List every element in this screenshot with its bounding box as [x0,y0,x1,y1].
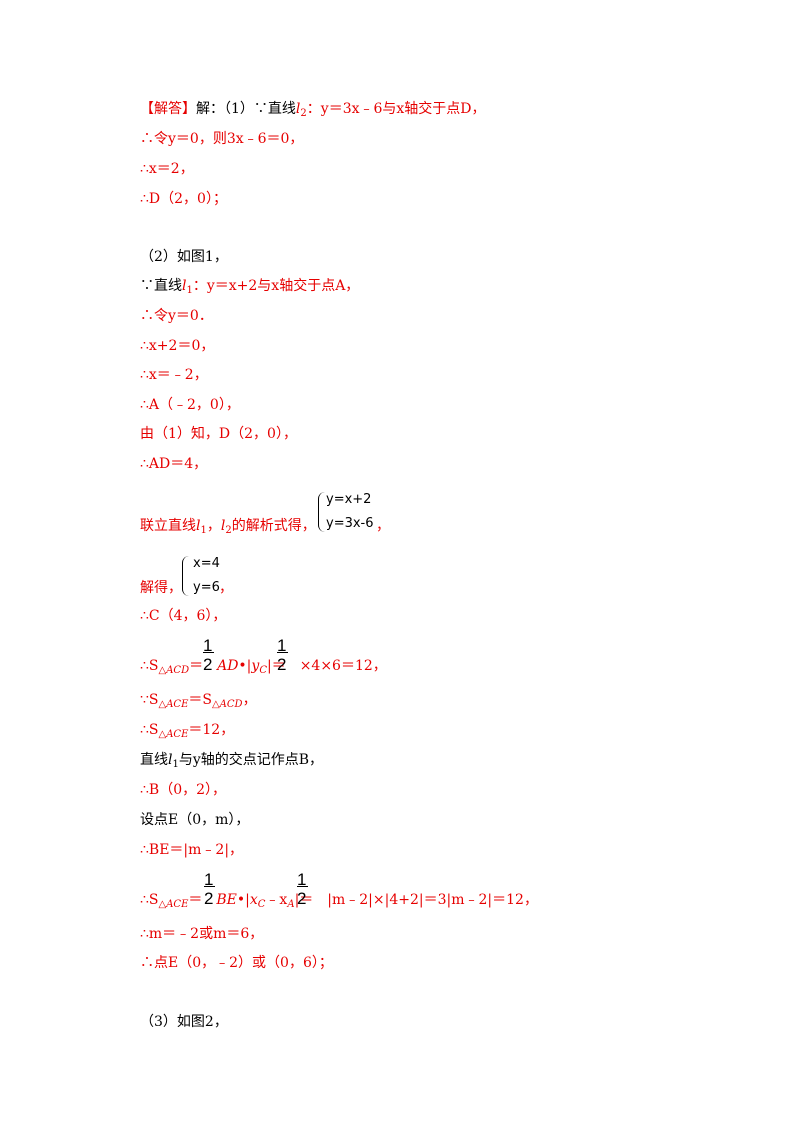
part2-line-10: 解得， [140,580,182,596]
part2-line-9: 联立直线l1，l2的解析式得， [140,518,316,536]
solution-eq-2: y=6 [193,580,220,595]
solution-end: ， [219,580,233,596]
part2-line-16: ∴m＝﹣2或m＝6， [140,926,264,942]
solution-eq-1: x=4 [193,556,220,571]
fraction-1-bar [203,652,214,653]
fraction-1-num: 1 [203,636,213,655]
fraction-4-den: 2 [297,889,307,908]
fraction-4-num: 1 [297,870,307,889]
fraction-1-den: 2 [203,655,213,674]
area-formula-1: ∴S△ACD＝AD•|yC|＝×4×6＝12， [140,658,387,676]
part2-line-5: ∴x＝﹣2， [140,367,208,383]
fraction-3-den: 2 [204,889,214,908]
part2-line-2: ∵直线l1：y＝x+2与x轴交于点A， [140,278,360,296]
fraction-4-bar [297,886,308,887]
answer-line-2: ∴令y＝0，则3x﹣6＝0， [140,131,304,147]
part3-title: （3）如图2， [140,1014,228,1030]
part2-line-8: ∴AD＝4， [140,456,208,472]
system-eq-1: y=x+2 [326,492,372,507]
part2-line-17: ∴点E（0，﹣2）或（0，6）； [140,955,333,971]
answer-line-1: 【解答】解：（1）∵直线l2：y＝3x﹣6与x轴交于点D， [140,101,486,119]
system-brace [318,492,325,532]
part2-title: （2）如图1， [140,249,228,265]
part2-line-7: 由（1）知，D（2，0）， [140,426,297,442]
part2-line-12: 直线l1与y轴的交点记作点B， [140,752,324,770]
answer-line-3: ∴x＝2， [140,161,194,177]
fraction-2-bar [277,652,288,653]
area-value-line: ∴S△ACE＝12， [140,722,235,740]
part2-line-15: ∴BE＝|m﹣2|， [140,842,244,858]
fraction-3-bar [204,886,215,887]
answer-line-4: ∴D（2，0）； [140,191,227,207]
fraction-2-num: 1 [277,636,287,655]
part2-line-4: ∴x+2＝0， [140,338,215,354]
part2-line-11: ∴C（4，6）， [140,608,227,624]
part2-line-14: 设点E（0，m）， [140,812,250,828]
part2-line-6: ∴A（﹣2，0）， [140,397,240,413]
system-end: ， [376,518,390,534]
part2-line-3: ∴令y＝0． [140,308,213,324]
part2-line-13: ∴B（0，2）， [140,782,227,798]
area-equal-line: ∵S△ACE＝S△ACD， [140,692,257,710]
area-formula-2: ∴S△ACE＝BE•|xC﹣xA|＝|m﹣2|×|4+2|＝3|m﹣2|＝12， [140,892,538,910]
fraction-2-den: 2 [277,655,287,674]
solution-brace [182,556,189,596]
fraction-3-num: 1 [204,870,214,889]
answer-heading: 【解答】 [140,101,196,117]
system-eq-2: y=3x-6 [326,516,374,531]
